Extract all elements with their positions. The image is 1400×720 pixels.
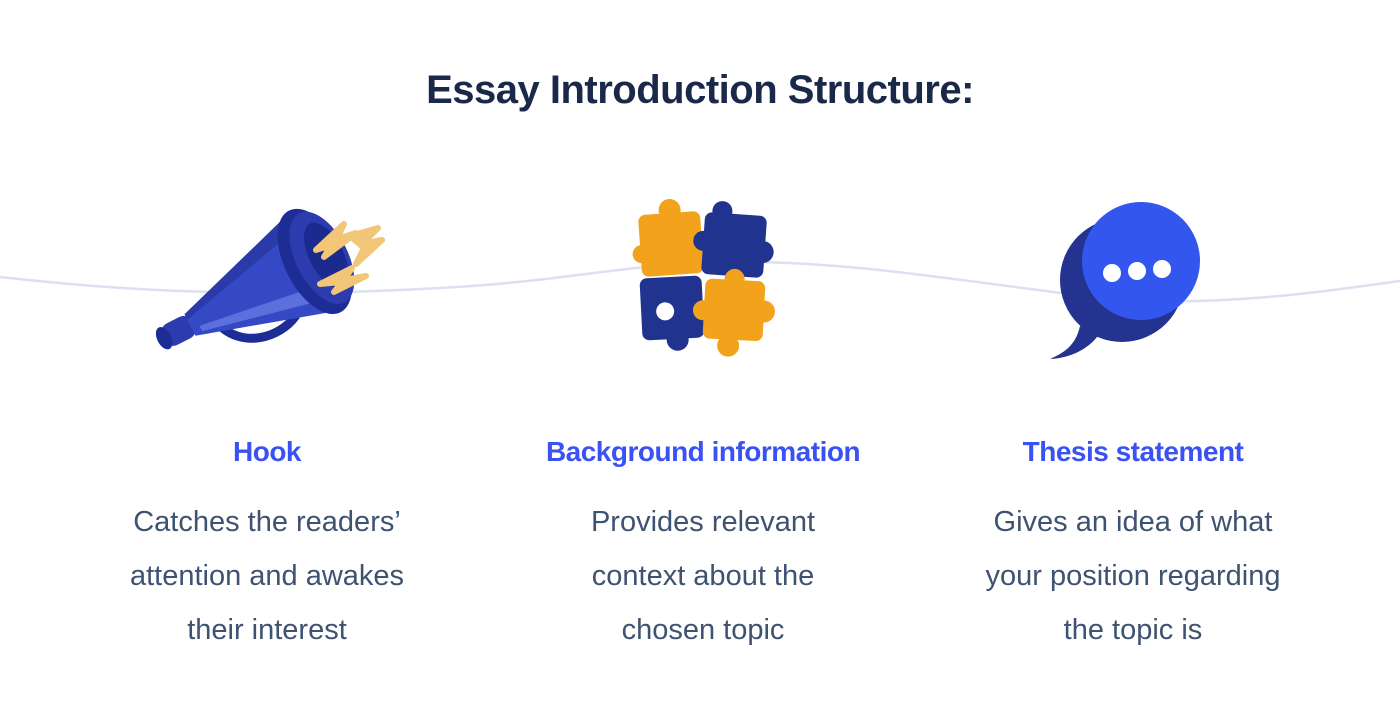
background-information-description-line: context about the [591, 560, 815, 592]
hook-description-line: Catches the readers’ [133, 506, 401, 538]
thesis-statement-description-line: Gives an idea of what [993, 506, 1273, 538]
hook-description-line: attention and awakes [129, 560, 405, 592]
column-background-information: Background information Provides relevant… [516, 435, 890, 657]
hook-description-line: their interest [187, 614, 347, 646]
background-information-description-line: Provides relevant [590, 506, 816, 538]
thesis-statement-heading: Thesis statement [1022, 436, 1244, 467]
puzzle-icon [632, 199, 775, 357]
column-hook: Hook Catches the readers’ attention and … [80, 435, 454, 657]
background-information-heading: Background information [545, 436, 861, 467]
megaphone-icon [155, 208, 385, 350]
column-thesis-statement: Thesis statement Gives an idea of what y… [946, 435, 1320, 657]
thesis-statement-description-line: your position regarding [985, 560, 1281, 592]
page-title: Essay Introduction Structure: [426, 68, 974, 112]
thesis-statement-description-line: the topic is [1063, 614, 1203, 646]
speech-bubble-icon [1050, 202, 1200, 359]
lightning-bolts-icon [313, 221, 385, 295]
ellipsis-dots-icon [1103, 260, 1171, 282]
hook-heading: Hook [233, 436, 302, 467]
background-information-description-line: chosen topic [621, 614, 785, 646]
